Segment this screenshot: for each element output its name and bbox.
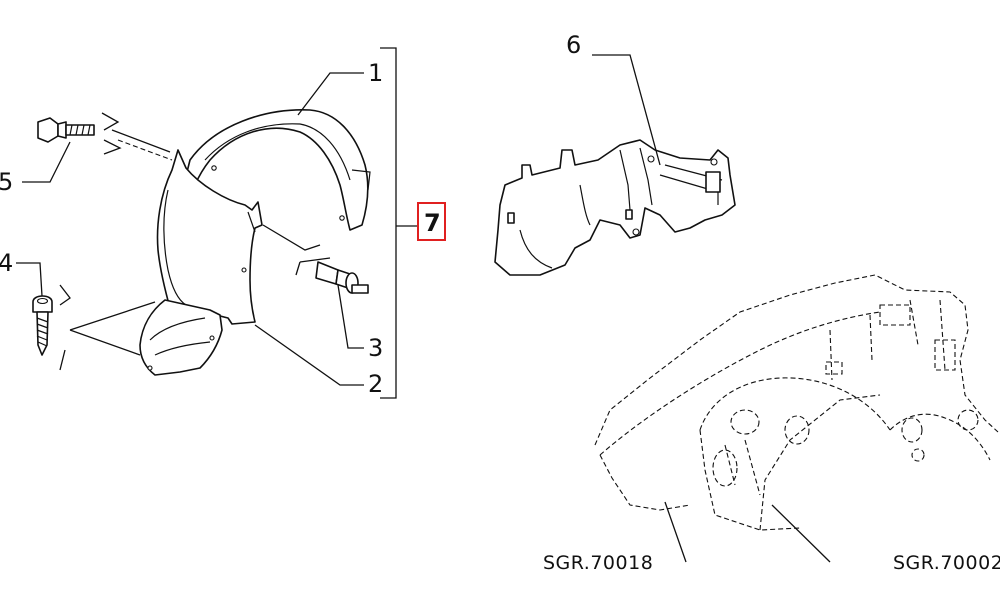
part-4-screw	[32, 284, 156, 371]
callout-part-3: 3	[368, 334, 383, 362]
part-2-main-liner	[139, 149, 263, 376]
part-6-bracket	[494, 139, 736, 276]
part-3-push-clip	[262, 224, 369, 294]
callout-part-6: 6	[566, 31, 581, 59]
part-1-upper-liner	[184, 109, 371, 231]
assembly-7-highlight-box	[417, 202, 446, 241]
reference-code-right: SGR.70002	[893, 552, 1000, 574]
vehicle-body-reference	[594, 274, 999, 531]
callout-part-4: 4	[0, 249, 13, 277]
callout-assembly-7: 7	[424, 209, 441, 237]
part-5-flange-bolt	[37, 112, 173, 161]
leader-lines	[16, 47, 831, 563]
callout-part-2: 2	[368, 370, 383, 398]
callout-part-1: 1	[368, 59, 383, 87]
callout-part-5: 5	[0, 168, 13, 196]
reference-code-left: SGR.70018	[543, 552, 653, 574]
